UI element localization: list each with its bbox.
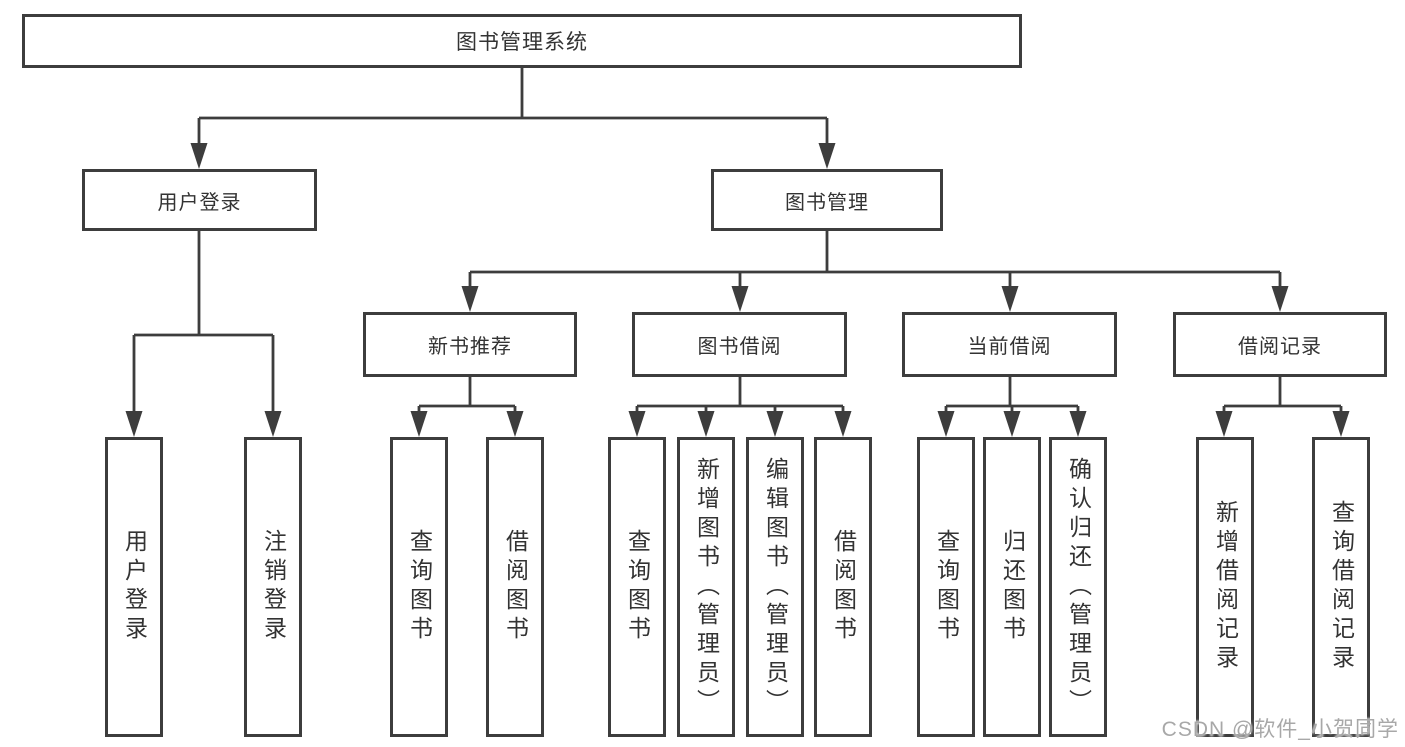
- leaf-label: 新增借阅记录: [1212, 500, 1239, 674]
- leaf-return-books: 归还图书: [983, 437, 1041, 737]
- leaf-label: 查询图书: [624, 529, 651, 645]
- leaf-label: 用户登录: [121, 529, 148, 645]
- leaf-query-books-3: 查询图书: [917, 437, 975, 737]
- node-user-login: 用户登录: [82, 169, 317, 231]
- leaf-query-books-2: 查询图书: [608, 437, 666, 737]
- leaf-label: 查询借阅记录: [1328, 500, 1355, 674]
- node-new-book-recommend: 新书推荐: [363, 312, 577, 377]
- leaf-edit-books-admin: 编辑图书（管理员）: [746, 437, 804, 737]
- watermark: CSDN @软件_小贺同学: [1161, 718, 1399, 741]
- leaf-label: 查询图书: [933, 529, 960, 645]
- leaf-add-books-admin: 新增图书（管理员）: [677, 437, 735, 737]
- leaf-logout: 注销登录: [244, 437, 302, 737]
- node-current-borrowing: 当前借阅: [902, 312, 1117, 377]
- leaf-label: 确认归还（管理员）: [1065, 456, 1092, 718]
- leaf-label: 编辑图书（管理员）: [762, 456, 789, 718]
- node-borrowing-records: 借阅记录: [1173, 312, 1387, 377]
- node-book-management: 图书管理: [711, 169, 943, 231]
- leaf-borrow-books-2: 借阅图书: [814, 437, 872, 737]
- leaf-query-borrow-record: 查询借阅记录: [1312, 437, 1370, 737]
- leaf-label: 借阅图书: [830, 529, 857, 645]
- leaf-label: 归还图书: [999, 529, 1026, 645]
- leaf-borrow-books-1: 借阅图书: [486, 437, 544, 737]
- leaf-label: 借阅图书: [502, 529, 529, 645]
- node-book-borrowing: 图书借阅: [632, 312, 847, 377]
- leaf-user-login: 用户登录: [105, 437, 163, 737]
- node-library-system: 图书管理系统: [22, 14, 1022, 68]
- leaf-confirm-return-admin: 确认归还（管理员）: [1049, 437, 1107, 737]
- leaf-label: 注销登录: [260, 529, 287, 645]
- leaf-query-books-1: 查询图书: [390, 437, 448, 737]
- leaf-label: 查询图书: [406, 529, 433, 645]
- leaf-label: 新增图书（管理员）: [693, 456, 720, 718]
- leaf-add-borrow-record: 新增借阅记录: [1196, 437, 1254, 737]
